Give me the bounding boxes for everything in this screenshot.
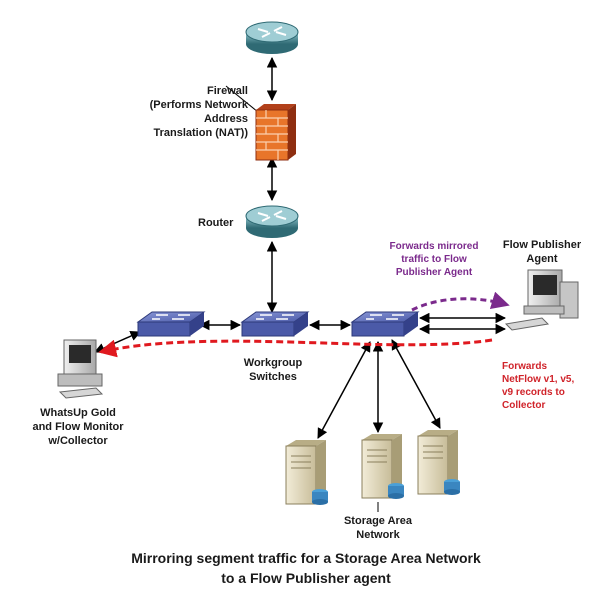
firewall-label-line: Address	[203, 113, 248, 125]
netflow-records-label-line: Forwards	[502, 361, 548, 372]
switch-icon	[240, 311, 310, 337]
workgroup-switches-label-line: Workgroup	[243, 357, 303, 369]
storage-area-network-label-line: Storage Area	[343, 515, 413, 527]
server-icon	[417, 430, 460, 495]
storage-area-network-label: Storage Area Network	[332, 514, 424, 542]
mirrored-traffic-label-line: Publisher Agent	[395, 267, 473, 278]
mirrored-traffic-label: Forwards mirrored traffic to Flow Publis…	[378, 240, 490, 279]
mirrored-traffic-label-line: traffic to Flow	[401, 254, 467, 265]
router-icon	[245, 205, 299, 238]
firewall-label-line: Translation (NAT))	[153, 127, 248, 139]
mirrored-traffic-label-line: Forwards mirrored	[389, 241, 479, 252]
switch-icon	[136, 311, 206, 337]
netflow-records-label-line: Collector	[502, 400, 546, 411]
link-switch3-server1	[317, 341, 371, 439]
firewall-label: Firewall (Performs Network Address Trans…	[130, 84, 248, 140]
netflow-records-label: Forwards NetFlow v1, v5, v9 records to C…	[502, 360, 606, 412]
server-icon	[361, 434, 404, 499]
mirrored-traffic-path	[411, 291, 510, 312]
computer-icon	[504, 269, 579, 331]
netflow-records-path	[98, 338, 493, 358]
collector-label-line: and Flow Monitor	[32, 421, 124, 433]
router-label: Router	[198, 217, 234, 229]
collector-label: WhatsUp Gold and Flow Monitor w/Collecto…	[18, 406, 138, 448]
firewall-label-line: Firewall	[207, 85, 248, 97]
diagram-caption: Mirroring segment traffic for a Storage …	[0, 548, 612, 588]
collector-label-line: WhatsUp Gold	[40, 407, 116, 419]
server-icon	[285, 440, 328, 505]
collector-label-line: w/Collector	[48, 435, 108, 447]
diagram-caption-line: to a Flow Publisher agent	[221, 570, 391, 586]
computer-icon	[57, 339, 104, 399]
diagram-caption-line: Mirroring segment traffic for a Storage …	[131, 550, 481, 566]
firewall-label-line: (Performs Network	[149, 99, 248, 111]
flow-publisher-label-line: Agent	[526, 253, 558, 265]
firewall-pointer-line	[225, 85, 259, 113]
switch-icon	[350, 311, 420, 337]
storage-area-network-label-line: Network	[356, 529, 400, 541]
workgroup-switches-label: Workgroup Switches	[238, 356, 308, 384]
router-icon	[245, 21, 299, 54]
workgroup-switches-label-line: Switches	[249, 371, 297, 383]
netflow-records-label-line: v9 records to	[502, 387, 565, 398]
flow-publisher-label-line: Flow Publisher	[502, 239, 582, 251]
flow-publisher-label: Flow Publisher Agent	[494, 238, 590, 266]
netflow-records-label-line: NetFlow v1, v5,	[502, 374, 575, 385]
link-switch3-server3	[391, 339, 441, 429]
firewall-icon	[255, 104, 296, 161]
